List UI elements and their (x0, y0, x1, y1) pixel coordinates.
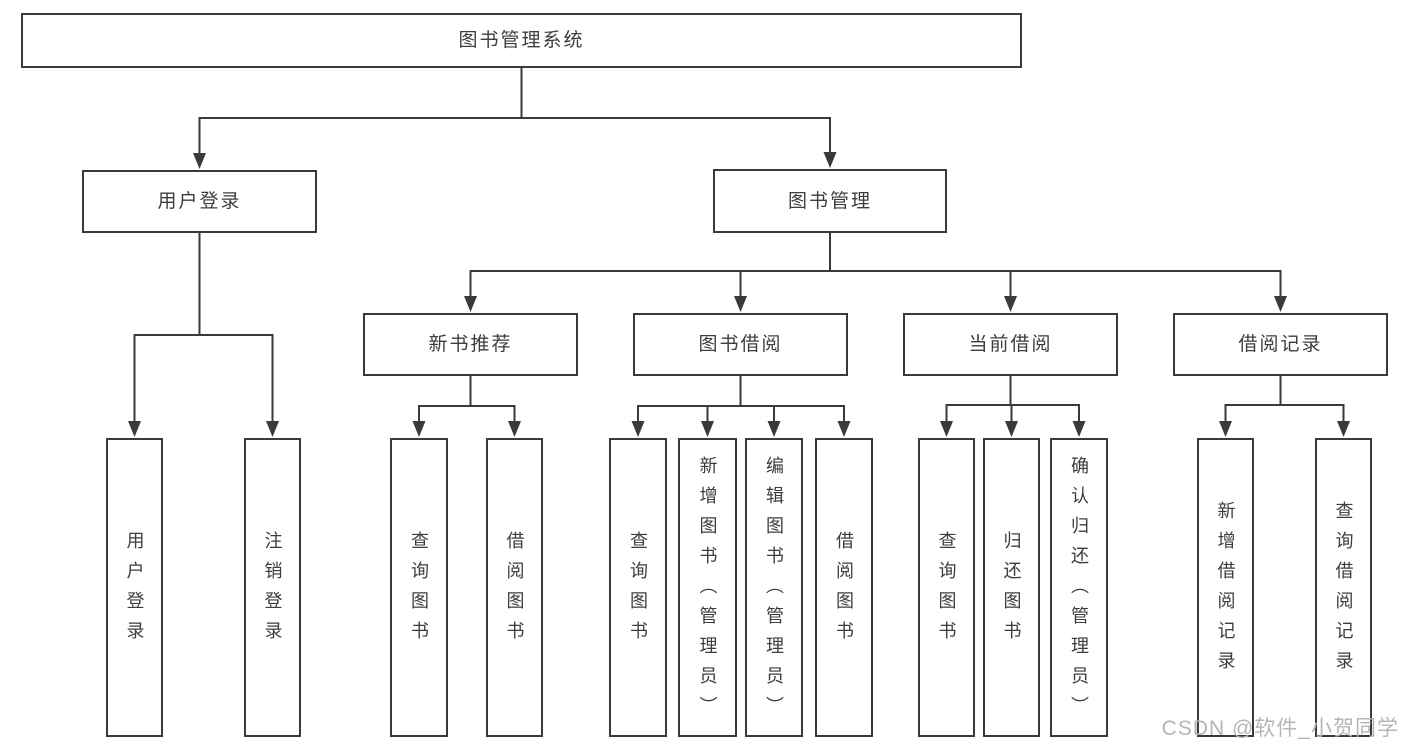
node-leaf-query-book-2: 查询图书 (609, 438, 667, 737)
node-leaf-query-book-3: 查询图书 (918, 438, 975, 737)
node-leaf-logout: 注销登录 (244, 438, 301, 737)
node-current-borrow: 当前借阅 (903, 313, 1118, 376)
arrowhead-icon (823, 152, 837, 168)
node-leaf-edit-book-admin: 编辑图书（管理员） (745, 438, 803, 737)
watermark: CSDN @软件_小贺同学 (1161, 717, 1399, 740)
arrowhead-icon (128, 421, 141, 437)
arrowhead-icon (1274, 296, 1287, 312)
arrowhead-icon (767, 421, 781, 437)
arrowhead-icon (508, 421, 521, 437)
arrowhead-icon (193, 153, 206, 169)
arrowhead-icon (631, 421, 645, 437)
node-leaf-user-login: 用户登录 (106, 438, 163, 737)
node-user-login: 用户登录 (82, 170, 317, 233)
arrowhead-icon (1004, 296, 1017, 312)
arrowhead-icon (464, 296, 477, 312)
node-leaf-add-book-admin: 新增图书（管理员） (678, 438, 737, 737)
arrowhead-icon (412, 421, 426, 437)
node-leaf-borrow-book-2: 借阅图书 (815, 438, 873, 737)
node-book-borrow: 图书借阅 (633, 313, 848, 376)
node-leaf-query-book-1: 查询图书 (390, 438, 448, 737)
node-root: 图书管理系统 (21, 13, 1022, 68)
arrowhead-icon (701, 421, 714, 437)
node-new-book-rec: 新书推荐 (363, 313, 578, 376)
node-leaf-confirm-return-admin: 确认归还（管理员） (1050, 438, 1108, 737)
node-book-mgmt: 图书管理 (713, 169, 947, 233)
node-leaf-return-book: 归还图书 (983, 438, 1040, 737)
arrowhead-icon (837, 421, 851, 437)
arrowhead-icon (266, 421, 279, 437)
node-borrow-record: 借阅记录 (1173, 313, 1388, 376)
arrowhead-icon (1072, 421, 1086, 437)
node-leaf-query-borrow-record: 查询借阅记录 (1315, 438, 1372, 737)
arrowhead-icon (1337, 421, 1350, 437)
arrowhead-icon (1219, 421, 1232, 437)
arrowhead-icon (734, 296, 747, 312)
arrowhead-icon (1005, 421, 1018, 437)
node-leaf-add-borrow-record: 新增借阅记录 (1197, 438, 1254, 737)
node-leaf-borrow-book-1: 借阅图书 (486, 438, 543, 737)
arrowhead-icon (940, 421, 953, 437)
